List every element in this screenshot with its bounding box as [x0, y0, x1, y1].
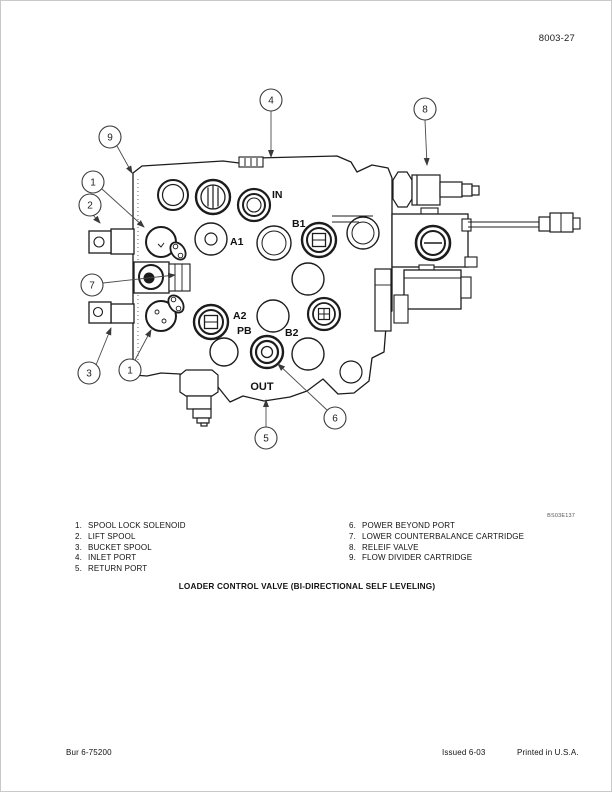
legend-item-label: SPOOL LOCK SOLENOID — [88, 521, 186, 530]
legend-item-label: FLOW DIVIDER CARTRIDGE — [362, 553, 473, 563]
callout-leader-9 — [116, 145, 133, 174]
svg-text:4: 4 — [268, 96, 274, 107]
svg-text:2: 2 — [87, 201, 93, 212]
legend-item-number: 3. — [75, 542, 82, 552]
lower-solenoid-cartridge — [374, 264, 472, 332]
callout-leader-1-lower — [134, 329, 152, 361]
legend-item-number: 1. — [75, 521, 82, 530]
callout-balloon-3: 3 — [77, 361, 101, 385]
svg-text:7: 7 — [89, 281, 95, 292]
footer-publication-number: Bur 6-75200 — [66, 748, 112, 757]
port-label-a2: A2 — [233, 310, 247, 322]
legend-item-number: 7. — [349, 531, 356, 541]
legend-item-label: RELEIF VALVE — [362, 542, 419, 552]
legend-item-1: 1. SPOOL LOCK SOLENOID — [75, 521, 186, 532]
legend-item-9: 9. FLOW DIVIDER CARTRIDGE — [349, 553, 524, 564]
spool-lock-solenoid-detail — [133, 226, 191, 332]
legend-item-label: LOWER COUNTERBALANCE CARTRIDGE — [362, 531, 525, 541]
svg-text:3: 3 — [86, 369, 92, 380]
svg-text:1: 1 — [90, 178, 96, 189]
legend-item-label: INLET PORT — [88, 553, 137, 563]
legend-item-number: 4. — [75, 553, 82, 563]
callout-balloon-4: 4 — [259, 88, 283, 112]
legend-item-number: 6. — [349, 521, 356, 530]
bottom-stem — [179, 369, 219, 427]
port-label-pb: PB — [237, 325, 252, 337]
legend-item-label: RETURN PORT — [88, 564, 148, 574]
spool-clevis-tabs — [88, 228, 135, 324]
legend-item-4: 4. INLET PORT — [75, 553, 186, 564]
page-code: 8003-27 — [538, 33, 575, 44]
relief-valve-assembly — [392, 171, 480, 208]
legend-item-number: 2. — [75, 531, 82, 541]
legend-item-3: 3. BUCKET SPOOL — [75, 543, 186, 554]
svg-text:9: 9 — [107, 133, 113, 144]
callout-leader-8 — [423, 119, 430, 166]
legend-item-6: 6. POWER BEYOND PORT — [349, 521, 524, 532]
callout-balloon-1-upper: 1 — [81, 170, 105, 194]
svg-text:5: 5 — [263, 434, 269, 445]
flow-divider-block — [391, 207, 581, 268]
figure-id: BS03E137 — [547, 513, 575, 519]
footer-issued-date: Issued 6-03 — [442, 748, 486, 757]
footer-printed-in: Printed in U.S.A. — [517, 748, 579, 757]
callout-leaders — [92, 111, 430, 427]
callout-balloon-2: 2 — [78, 193, 102, 217]
port-label-a1: A1 — [230, 236, 244, 248]
callout-balloons: 9 4 8 1 2 7 3 — [77, 88, 437, 450]
callout-leader-3 — [95, 327, 112, 366]
legend-item-8: 8. RELEIF VALVE — [349, 543, 524, 554]
legend-column-right: 6. POWER BEYOND PORT 7. LOWER COUNTERBAL… — [349, 521, 524, 564]
legend-item-label: BUCKET SPOOL — [88, 542, 152, 552]
port-label-in: IN — [272, 189, 283, 201]
svg-text:1: 1 — [127, 366, 133, 377]
legend-item-number: 9. — [349, 553, 356, 563]
port-label-b1: B1 — [292, 218, 306, 230]
legend-item-2: 2. LIFT SPOOL — [75, 532, 186, 543]
port-label-b2: B2 — [285, 327, 299, 339]
callout-balloon-7: 7 — [80, 273, 104, 297]
callout-balloon-6: 6 — [323, 406, 347, 430]
callout-leader-1-upper — [101, 188, 145, 228]
callout-balloon-1-lower: 1 — [118, 358, 142, 382]
callout-leader-6 — [277, 363, 328, 411]
valve-body — [132, 155, 393, 403]
callout-balloon-5: 5 — [254, 426, 278, 450]
callout-balloon-8: 8 — [413, 97, 437, 121]
port-circles — [157, 178, 380, 384]
port-labels: IN B1 A1 A2 PB B2 OUT — [230, 189, 306, 393]
legend-item-label: POWER BEYOND PORT — [362, 521, 456, 530]
legend-item-7: 7. LOWER COUNTERBALANCE CARTRIDGE — [349, 532, 524, 543]
valve-diagram: IN B1 A1 A2 PB B2 OUT 9 — [77, 88, 581, 450]
callout-leader-7 — [102, 272, 176, 284]
legend-column-left: 1. SPOOL LOCK SOLENOID 2. LIFT SPOOL 3. … — [75, 521, 186, 575]
legend-item-number: 8. — [349, 542, 356, 552]
figure-caption: LOADER CONTROL VALVE (BI-DIRECTIONAL SEL… — [178, 582, 436, 591]
legend-item-5: 5. RETURN PORT — [75, 564, 186, 575]
port-label-out: OUT — [250, 381, 274, 393]
callout-leader-2 — [92, 214, 101, 224]
legend-item-number: 5. — [75, 564, 82, 574]
svg-text:6: 6 — [332, 414, 338, 425]
callout-balloon-9: 9 — [98, 125, 122, 149]
legend-item-label: LIFT SPOOL — [88, 531, 136, 541]
svg-text:8: 8 — [422, 105, 428, 116]
